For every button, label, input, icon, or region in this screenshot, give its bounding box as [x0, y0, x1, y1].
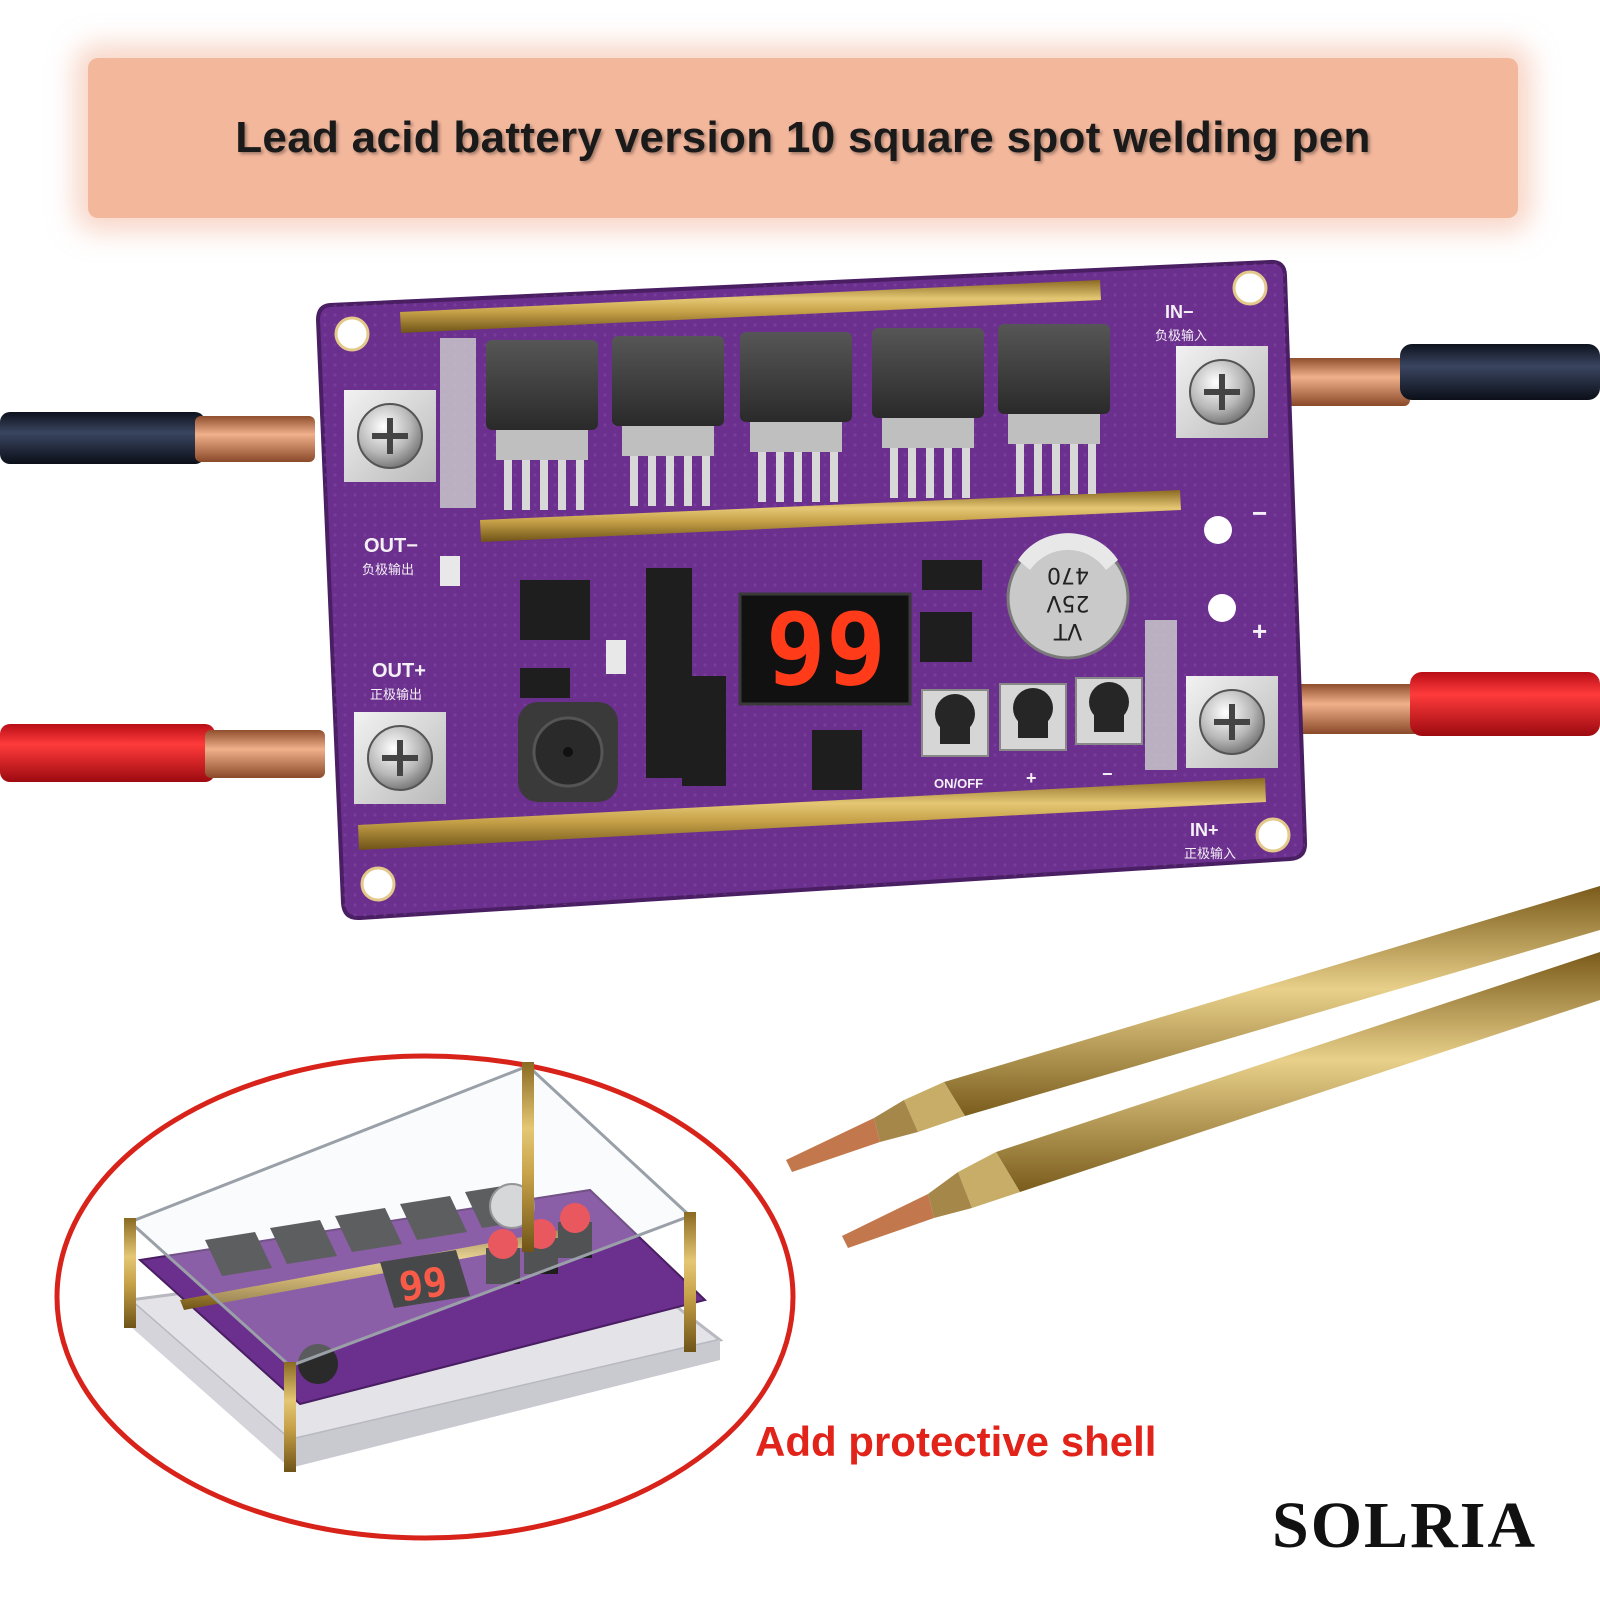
polarity-marks: − + [1204, 498, 1267, 646]
pad-strip [1145, 620, 1177, 770]
brass-busbar-middle [480, 490, 1181, 542]
minus-button-label: − [1102, 764, 1113, 784]
display-readout: 99 [766, 591, 886, 708]
polarity-minus: − [1252, 498, 1267, 528]
welding-pen-upper [786, 886, 1600, 1172]
plus-button-label: + [1026, 768, 1037, 788]
welding-pen-lower [842, 952, 1600, 1248]
onoff-button-label: ON/OFF [934, 776, 983, 791]
mount-hole [334, 316, 370, 352]
capacitor-text-1: VT [1053, 618, 1082, 643]
seven-segment-display: 99 [738, 591, 912, 708]
capacitor-text-2: 25V [1046, 590, 1089, 615]
terminal-out-pos [354, 712, 446, 804]
cable-black-right [1280, 344, 1600, 406]
buzzer [518, 702, 618, 802]
terminal-in-pos [1186, 676, 1278, 768]
label-out-pos-cn: 正极输出 [370, 687, 422, 703]
mosfet-array [486, 324, 1110, 510]
terminal-out-neg [344, 390, 436, 482]
brass-busbar-bottom [358, 778, 1266, 850]
label-out-neg: OUT− [364, 535, 418, 557]
brand-logo: SOLRIA [1272, 1489, 1538, 1562]
capacitor: VT 25V 470 [1006, 533, 1130, 660]
brass-busbar-top [400, 280, 1101, 333]
mount-hole [1232, 270, 1268, 306]
inset-display-readout: 99 [396, 1259, 450, 1311]
onoff-button[interactable] [921, 689, 989, 757]
inset-protective-shell: 99 [54, 1053, 796, 1541]
label-out-neg-cn: 负极输出 [362, 562, 414, 578]
terminal-in-neg [1176, 346, 1268, 438]
minus-button[interactable] [1075, 677, 1143, 745]
title-banner: Lead acid battery version 10 square spot… [88, 58, 1518, 218]
label-in-neg-cn: 负极输入 [1155, 328, 1207, 344]
mount-hole [360, 866, 396, 902]
mount-hole [1255, 817, 1291, 853]
capacitor-text-3: 470 [1047, 562, 1089, 587]
inset-seven-segment-display: 99 [380, 1250, 470, 1311]
label-out-pos: OUT+ [372, 660, 426, 682]
inset-caption: Add protective shell [755, 1418, 1157, 1465]
cable-red-right [1290, 672, 1600, 736]
label-in-pos: IN+ [1190, 820, 1219, 840]
polarity-plus: + [1252, 616, 1267, 646]
plus-button[interactable] [999, 683, 1067, 751]
pad-strip [440, 338, 476, 508]
label-in-pos-cn: 正极输入 [1184, 846, 1236, 862]
label-in-neg: IN− [1165, 302, 1194, 322]
smd-components [440, 556, 982, 790]
cable-black-left [0, 412, 315, 464]
page-title: Lead acid battery version 10 square spot… [235, 113, 1371, 162]
cable-red-left [0, 724, 325, 782]
